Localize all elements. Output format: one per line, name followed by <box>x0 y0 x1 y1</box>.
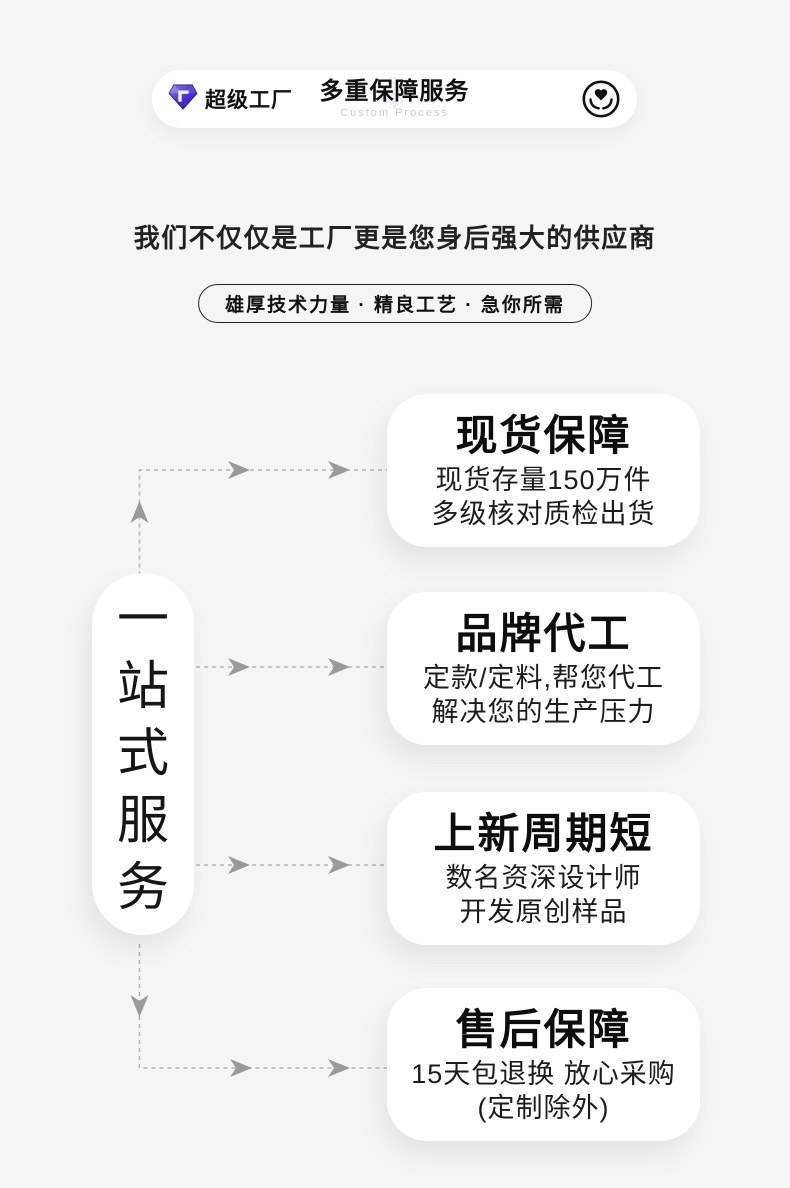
card-line: 定款/定料,帮您代工 <box>422 662 664 693</box>
one-stop-service-label: 一站式服务 <box>117 590 170 917</box>
main-heading: 我们不仅仅是工厂更是您身后强大的供应商 <box>133 223 657 253</box>
brand-name: 超级工厂 <box>205 89 293 112</box>
service-card-stock-guarantee: 现货保障 现货存量150万件 多级核对质检出货 <box>387 394 700 547</box>
card-title: 售后保障 <box>455 1005 632 1053</box>
header-subtitle: Custom Process <box>340 107 449 120</box>
header-bar: 超级工厂 ❄ 多重保障服务 Custom Process <box>152 70 637 128</box>
card-title: 现货保障 <box>455 411 632 459</box>
brand: 超级工厂 <box>168 83 293 115</box>
card-title: 品牌代工 <box>455 609 632 657</box>
card-line: 现货存量150万件 <box>435 464 652 495</box>
card-line: 数名资深设计师 <box>445 862 642 893</box>
tagline-badge: 雄厚技术力量 · 精良工艺 · 急你所需 <box>198 284 592 323</box>
diamond-gem-icon <box>168 83 198 115</box>
card-line: 多级核对质检出货 <box>431 498 656 529</box>
header-title: 多重保障服务 <box>319 77 470 105</box>
snowflake-watermark-icon: ❄ <box>376 69 413 119</box>
card-line: 解决您的生产压力 <box>431 696 656 727</box>
service-card-after-sales: 售后保障 15天包退换 放心采购 (定制除外) <box>387 988 700 1141</box>
hands-heart-icon <box>581 79 621 119</box>
service-card-brand-oem: 品牌代工 定款/定料,帮您代工 解决您的生产压力 <box>387 592 700 745</box>
header-title-block: ❄ 多重保障服务 Custom Process <box>275 72 515 120</box>
service-card-fast-new-arrivals: 上新周期短 数名资深设计师 开发原创样品 <box>387 792 700 945</box>
card-line: (定制除外) <box>477 1092 610 1123</box>
card-line: 开发原创样品 <box>459 896 628 927</box>
card-line: 15天包退换 放心采购 <box>411 1058 676 1089</box>
card-title: 上新周期短 <box>433 809 654 857</box>
one-stop-service-pill: 一站式服务 <box>92 573 194 935</box>
